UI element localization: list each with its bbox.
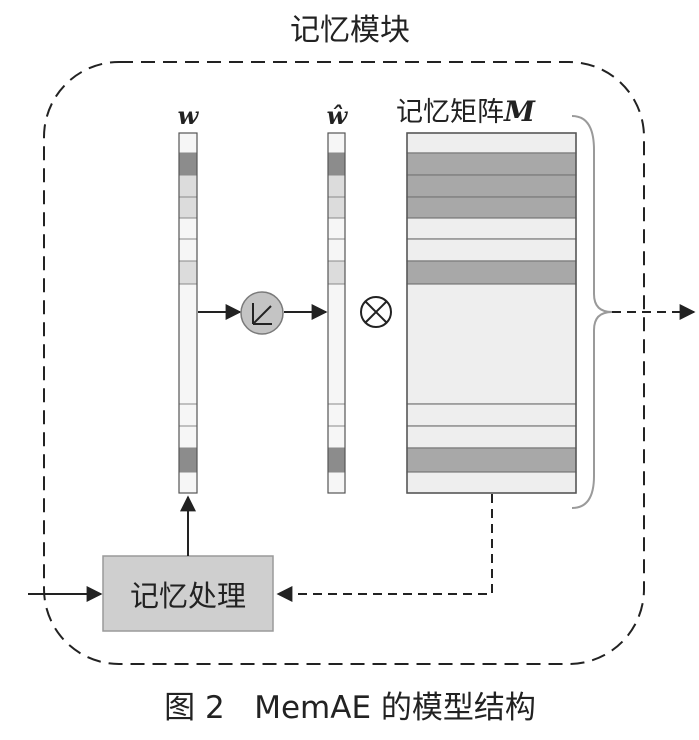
memory-module-boundary (43, 61, 645, 665)
vector-cell (178, 196, 198, 219)
vector-cell (178, 152, 198, 176)
vector-cell (178, 471, 198, 494)
figure-caption: 图 2 MemAE 的模型结构 (164, 690, 536, 726)
memory-matrix-row (406, 217, 577, 240)
vector-cell (178, 132, 198, 154)
vector-cell (327, 238, 346, 262)
memory-process-label: 记忆处理 (130, 579, 246, 613)
memory-matrix-row (406, 132, 577, 154)
vector-cell (327, 196, 346, 219)
vector-cell (327, 217, 346, 240)
vector-cell (327, 425, 346, 449)
memory-matrix-symbol: M (503, 95, 536, 128)
vector-cell (178, 260, 198, 285)
vector-outline (178, 132, 198, 494)
vector-cell (327, 152, 346, 176)
matrix-feedback-arrow (276, 494, 493, 602)
vector-cell (178, 403, 198, 427)
vector-cell (178, 174, 198, 198)
memory-matrix-row (406, 425, 577, 449)
memory-matrix-row (406, 238, 577, 262)
circled-times-icon (360, 296, 392, 328)
memory-matrix-row (406, 471, 577, 494)
vector-cell (327, 283, 346, 405)
memory-matrix-row (406, 283, 577, 405)
w-hat-label: ŵ (327, 101, 349, 130)
memory-matrix-row (406, 447, 577, 473)
memory-matrix-outline (406, 132, 577, 494)
vector-cell (327, 132, 346, 154)
vector-cell (178, 425, 198, 449)
vector-cell (327, 260, 346, 285)
memory-matrix-row (406, 260, 577, 285)
w-vector (178, 132, 198, 494)
memory-matrix-label: 记忆矩阵M (396, 95, 536, 128)
memory-matrix-row (406, 403, 577, 427)
vector-cell (178, 447, 198, 473)
memory-matrix-row (406, 174, 577, 198)
memory-matrix-row (406, 196, 577, 219)
memory-matrix (406, 132, 577, 494)
memory-matrix-row (406, 152, 577, 176)
vector-cell (327, 471, 346, 494)
vector-cell (327, 174, 346, 198)
memory-matrix-label-text: 记忆矩阵 (396, 97, 504, 128)
vector-cell (178, 238, 198, 262)
module-title: 记忆模块 (290, 13, 410, 48)
vector-cell (178, 283, 198, 405)
hard-shrinkage-operator-icon (240, 291, 284, 335)
w-hat-vector (327, 132, 346, 494)
w-label: w (178, 101, 200, 130)
vector-cell (327, 447, 346, 473)
vector-cell (178, 217, 198, 240)
matrix-brace (571, 115, 613, 509)
vector-cell (327, 403, 346, 427)
vector-outline (327, 132, 346, 494)
memory-process-box (102, 555, 274, 632)
